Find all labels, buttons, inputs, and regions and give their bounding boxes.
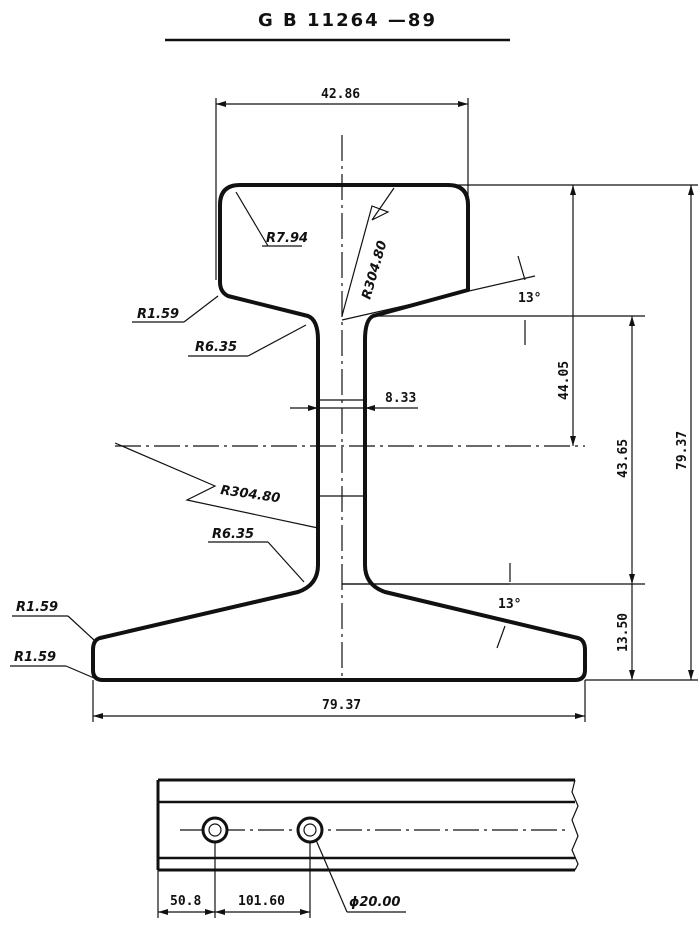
rail-cross-section [91, 183, 587, 682]
r159-head-label: R1.59 [137, 307, 179, 322]
bolt-hole-1-inner [208, 823, 222, 837]
head-width-label: 42.86 [321, 87, 360, 102]
head-angle-tick-1 [517, 255, 526, 281]
bolt-hole-1 [201, 816, 229, 844]
base-width-arrow-right [575, 713, 585, 719]
dim-44-arrow-bottom [570, 436, 576, 446]
r159-base-lower-leader [65, 665, 95, 679]
web-dim-arrow-left [308, 405, 318, 411]
head-width-arrow-right [458, 101, 468, 107]
dim-43-arrow-top [629, 316, 635, 326]
dim-total-arrow-bottom [688, 670, 694, 680]
r304-web-label: R304.80 [219, 483, 281, 506]
r159-head-leader [183, 295, 219, 323]
base-width-arrow-left [93, 713, 103, 719]
r794-leader [235, 191, 269, 247]
r159-base-lower-label: R1.59 [14, 650, 56, 665]
hole-diameter-label: ϕ20.00 [349, 895, 400, 910]
r635-lower-leader [267, 541, 305, 583]
r635-upper-leader [247, 324, 307, 357]
head-angle-line [341, 275, 536, 321]
dim-13-arrow-bottom [629, 670, 635, 680]
bolt-hole-2 [296, 816, 324, 844]
bolt-hole-2-inner [303, 823, 317, 837]
dim-total-height-label: 79.37 [675, 431, 690, 470]
r304-web-leader [114, 442, 319, 529]
base-width-label: 79.37 [322, 698, 361, 713]
web-thickness-label: 8.33 [385, 391, 416, 406]
base-angle-tick-2 [496, 625, 506, 649]
hole-dim-arrow-2 [205, 909, 215, 915]
hole-dim-arrow-1 [158, 909, 168, 915]
hole-dim-arrow-3 [215, 909, 225, 915]
rail-side-view [156, 778, 579, 872]
standard-title: G B 11264 —89 [258, 10, 437, 31]
web-dim-arrow-right [365, 405, 375, 411]
dim-43-label: 43.65 [616, 439, 631, 478]
r304-upper-leader [341, 187, 395, 317]
dim-43-arrow-bottom [629, 574, 635, 584]
hole-dim-arrow-4 [300, 909, 310, 915]
r159-base-upper-label: R1.59 [16, 600, 58, 615]
r304-upper-label: R304.80 [359, 239, 390, 301]
dim-44-label: 44.05 [557, 361, 572, 400]
hole-spacing-1-label: 50.8 [170, 894, 201, 909]
r794-label: R7.94 [266, 231, 308, 246]
head-angle-label: 13° [518, 291, 541, 306]
hole-spacing-2-label: 101.60 [238, 894, 285, 909]
dim-44-arrow-top [570, 185, 576, 195]
r635-upper-label: R6.35 [195, 340, 237, 355]
dim-total-arrow-top [688, 185, 694, 195]
base-angle-label: 13° [498, 597, 521, 612]
hole-diameter-leader [315, 839, 348, 913]
dim-13-label: 13.50 [616, 613, 631, 652]
r159-base-upper-leader [67, 615, 95, 641]
r635-lower-label: R6.35 [212, 527, 254, 542]
head-width-arrow-left [216, 101, 226, 107]
